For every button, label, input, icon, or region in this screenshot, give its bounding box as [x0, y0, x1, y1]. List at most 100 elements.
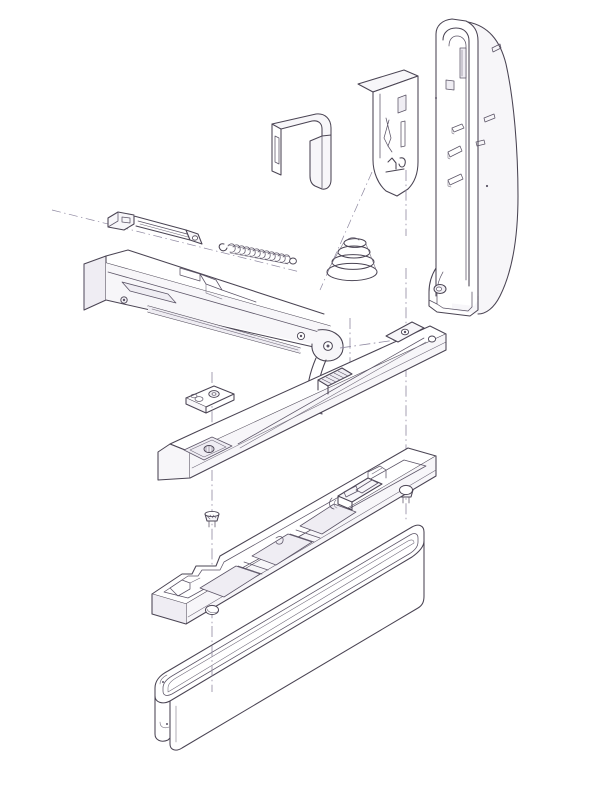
cover-aperture-outline — [445, 79, 455, 91]
anvil-groove-1 — [194, 396, 204, 402]
rail-ribbed-stop-ribs — [321, 370, 349, 385]
chassis-latch-block-side — [337, 495, 353, 511]
tray-inner-lip-2 — [167, 539, 415, 693]
arm-side-face — [106, 263, 330, 348]
rail-front-face — [190, 334, 446, 478]
tray-top-rim — [155, 525, 424, 703]
pusher-rail-centerline — [51, 209, 301, 273]
pusher-head-block — [108, 212, 134, 230]
bracket-top-flange — [358, 70, 418, 92]
pusher-head-step — [107, 211, 119, 228]
chassis-front-face — [186, 456, 436, 624]
chassis-rib-1 — [237, 561, 269, 575]
bracket-cutout-glyph-2 — [398, 157, 406, 168]
arm-top-face-outline — [105, 249, 325, 315]
rail-anvil-recess-inner — [189, 439, 227, 458]
tray-corner-mark-2 — [159, 721, 170, 729]
chassis-latch-step — [355, 479, 379, 494]
rail-pivot-strap-outline — [385, 321, 425, 343]
pin-left-hatch — [206, 514, 217, 520]
arm-finger-pocket-outline — [121, 281, 177, 304]
cover-tab-1b — [451, 127, 455, 135]
pusher-tail-eye — [191, 235, 198, 241]
chassis-window-3 — [300, 504, 356, 534]
cover-aperture — [446, 80, 454, 90]
arm-finger-pocket — [122, 282, 176, 303]
anvil-plate-front-outline — [185, 397, 207, 414]
uclip-top-span-outline — [271, 113, 332, 136]
chassis-latch-riser-2 — [371, 467, 383, 475]
rail-pivot-strap-pin — [403, 330, 407, 334]
cover-notch-low — [475, 139, 486, 147]
fastener-shoulder-pin-left — [204, 510, 220, 528]
part-bottom-tray-cover — [154, 524, 425, 751]
cover-tab-3 — [447, 173, 464, 186]
pin-left-head-top — [204, 510, 220, 518]
spring-hook-right — [289, 257, 297, 265]
arm-rear-rivet-core — [122, 298, 126, 302]
arm-channel-hair — [151, 308, 299, 351]
cover-bottom-return — [428, 267, 479, 317]
uclip-right-leg-outline — [309, 134, 332, 190]
chassis-window-1 — [200, 566, 260, 597]
chassis-corner-notch — [169, 579, 191, 597]
cover-locating-dot-2 — [435, 97, 437, 99]
spring-coil-body — [227, 243, 291, 264]
arm-top-rib-4 — [221, 289, 257, 303]
tray-front-wall — [169, 540, 425, 751]
cover-outer-contour — [467, 21, 519, 315]
part-u-clip-bracket — [271, 113, 332, 190]
bracket-web-outline — [372, 75, 419, 197]
anvil-plate-right-face — [205, 393, 235, 414]
cover-tab-2b — [447, 151, 451, 160]
cover-locating-dot — [485, 184, 489, 188]
spring-bottom-envelope — [229, 252, 289, 265]
pivot-crosshair — [339, 318, 397, 366]
bracket-web — [373, 76, 418, 196]
uclip-left-leg-slot — [274, 135, 280, 165]
conical-spring-coil-2 — [337, 245, 371, 259]
conical-spring-left-profile — [326, 241, 345, 273]
uclip-right-leg — [310, 135, 331, 190]
part-anvil-plate — [185, 385, 235, 414]
tray-inner-lip — [162, 533, 419, 696]
arm-top-rib — [179, 267, 201, 282]
chassis-latch-fin — [343, 485, 359, 498]
chassis-window-2-outline — [251, 533, 313, 566]
cover-notch-mid — [483, 113, 496, 123]
arm-side-crease — [107, 271, 327, 335]
rail-front-hair — [191, 341, 447, 469]
uclip-left-leg — [272, 124, 281, 175]
cover-bottom-lip — [428, 299, 438, 305]
chassis-window-3-outline — [299, 503, 357, 535]
rail-top-face — [170, 326, 446, 452]
chassis-left-end-outline — [151, 593, 187, 625]
chassis-corner-notch-2 — [189, 577, 201, 584]
tray-rivet-dot — [162, 681, 164, 683]
rail-anvil-recess-outline — [183, 436, 233, 461]
chassis-latch-block-outline — [337, 477, 383, 503]
arm-top-face — [106, 250, 332, 326]
tray-corner-mark-1 — [159, 674, 168, 685]
part-base-rail-carrier — [157, 321, 447, 481]
spring-top-envelope — [227, 244, 291, 258]
chassis-hole-right — [399, 484, 413, 496]
cover-inner-wall — [442, 27, 470, 287]
cover-tab-2 — [447, 145, 463, 158]
bracket-hook-tail — [387, 145, 393, 153]
bracket-slot-rect-outline — [397, 94, 407, 114]
rail-top-groove — [237, 337, 425, 445]
bracket-slot-rect — [398, 95, 406, 113]
chassis-rib-2 — [289, 529, 321, 543]
conical-spring-coil-1 — [343, 238, 367, 248]
chassis-inner-rim — [163, 459, 427, 599]
anvil-hub-bore — [211, 392, 217, 396]
arm-rear-cap — [84, 256, 106, 310]
bracket-cutout-underline — [385, 168, 405, 173]
chassis-latch-arc — [329, 497, 335, 510]
rail-stop-leg — [317, 379, 329, 395]
spring-hook-left — [218, 243, 228, 252]
chassis-catch-hook — [275, 536, 284, 545]
arm-top-rib-3 — [205, 283, 223, 300]
arm-pivot-hole-core — [326, 344, 330, 348]
